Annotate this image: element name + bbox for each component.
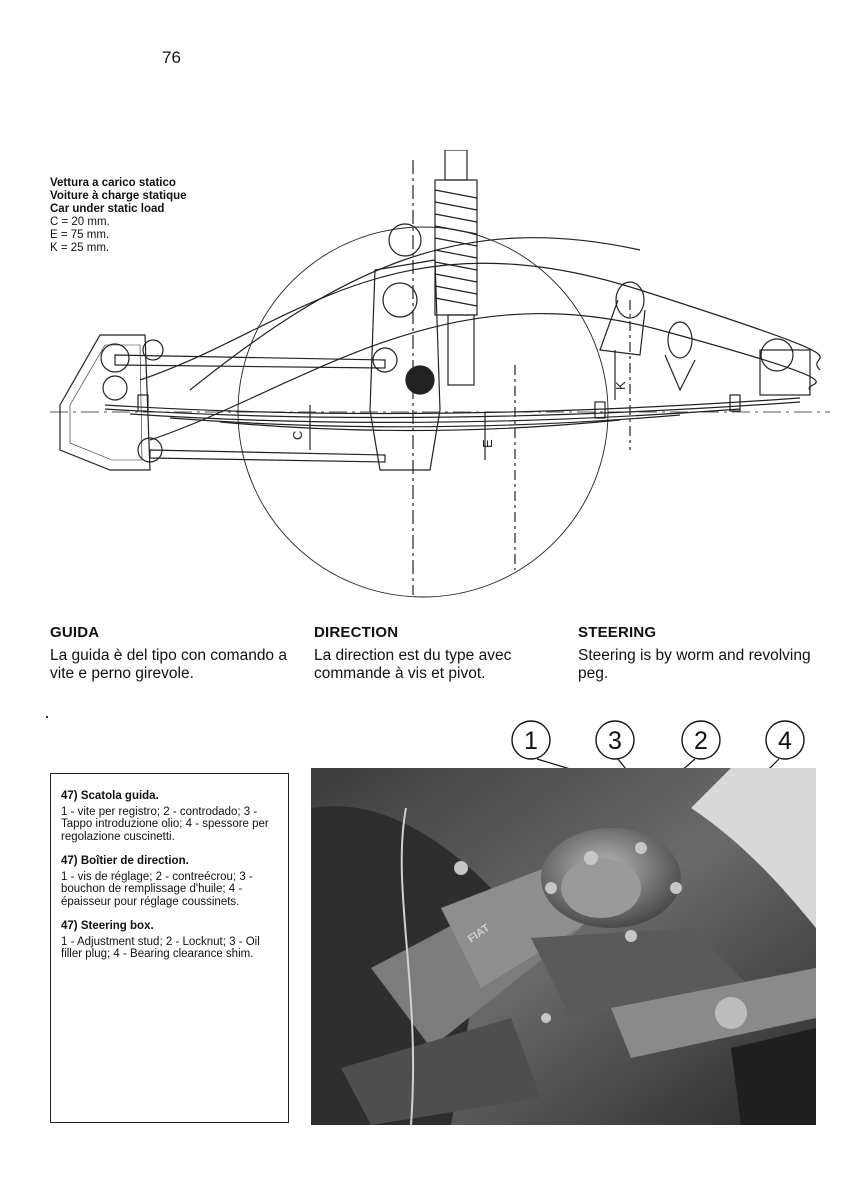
stray-mark — [46, 716, 48, 718]
callout-3: 3 — [608, 727, 622, 755]
dim-label-e: E — [480, 439, 495, 448]
caption-title-it: 47) Scatola guida. — [61, 790, 159, 802]
heading-direction: DIRECTION — [314, 624, 399, 641]
caption-title-fr: 47) Boîtier de direction. — [61, 855, 189, 867]
text-steering: Steering is by worm and revolving peg. — [578, 647, 811, 682]
caption-title-en: 47) Steering box. — [61, 920, 154, 932]
suspension-diagram: C E K — [50, 150, 830, 598]
callout-4: 4 — [778, 727, 792, 755]
photo-callouts: 1 3 2 4 — [511, 720, 805, 778]
caption-text-it: 1 - vite per registro; 2 - controdado; 3… — [61, 805, 269, 843]
dim-label-c: C — [290, 431, 305, 440]
static-load-legend: Vettura a carico statico Voiture à charg… — [50, 177, 187, 255]
legend-k-value: K = 25 mm. — [50, 242, 110, 254]
caption-text-fr: 1 - vis de réglage; 2 - contreécrou; 3 -… — [61, 870, 253, 908]
legend-c-value: C = 20 mm. — [50, 216, 110, 228]
section-french: DIRECTION La direction est du type avec … — [314, 624, 559, 683]
legend-title-fr: Voiture à charge statique — [50, 190, 187, 202]
heading-steering: STEERING — [578, 624, 657, 641]
page-number: 76 — [162, 48, 181, 67]
callout-1: 1 — [524, 727, 538, 755]
legend-e-value: E = 75 mm. — [50, 229, 110, 241]
legend-title-en: Car under static load — [50, 203, 165, 215]
heading-guida: GUIDA — [50, 624, 100, 641]
legend-title-it: Vettura a carico statico — [50, 177, 176, 189]
caption-text-en: 1 - Adjustment stud; 2 - Locknut; 3 - Oi… — [61, 935, 260, 961]
dim-label-k: K — [613, 381, 628, 390]
text-direction: La direction est du type avec commande à… — [314, 647, 512, 682]
figure-caption: 47) Scatola guida. 1 - vite per registro… — [50, 773, 289, 1123]
steering-box-photo: FIAT — [311, 768, 816, 1125]
callout-2: 2 — [694, 727, 708, 755]
text-guida: La guida è del tipo con comando a vite e… — [50, 647, 287, 682]
section-italian: GUIDA La guida è del tipo con comando a … — [50, 624, 295, 683]
section-english: STEERING Steering is by worm and revolvi… — [578, 624, 818, 683]
